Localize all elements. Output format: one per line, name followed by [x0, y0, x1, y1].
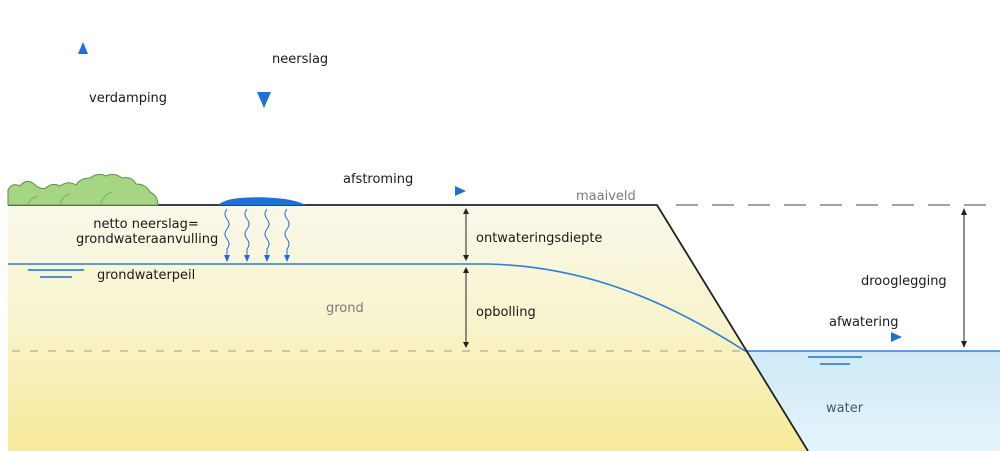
- afwatering-label: afwatering: [829, 315, 899, 330]
- water-label: water: [826, 401, 864, 416]
- water-level-icon: [808, 356, 862, 365]
- water-body: [745, 351, 1000, 451]
- netto-neerslag-line2: grondwateraanvulling: [76, 232, 219, 247]
- surface-runoff-puddle: [218, 197, 306, 205]
- wavy-arrow-icon: [224, 208, 290, 256]
- maaiveld-label: maaiveld: [576, 189, 636, 204]
- drooglegging-label: drooglegging: [861, 274, 947, 289]
- down-arrow-icon: [257, 10, 271, 108]
- right-arrow-icon: [320, 186, 466, 196]
- double-arrow-icon: [463, 208, 469, 261]
- afstroming-label: afstroming: [343, 172, 414, 187]
- wavy-arrow-heads: [224, 255, 290, 262]
- double-arrow-icon: [961, 208, 967, 348]
- water-level-icon: [28, 269, 84, 278]
- verdamping-label: verdamping: [89, 91, 168, 106]
- neerslag-label: neerslag: [272, 52, 329, 67]
- netto-neerslag-line1: netto neerslag=: [93, 217, 199, 232]
- up-arrow-icon: [78, 42, 88, 138]
- ontwateringsdiepte-label: ontwateringsdiepte: [476, 231, 603, 246]
- vegetation-bush-detail: [27, 191, 113, 206]
- double-arrow-icon: [463, 267, 469, 348]
- groundwater-table-line: [8, 263, 746, 352]
- vegetation-bushes: [7, 173, 159, 206]
- soil-body: [8, 205, 808, 451]
- grondwaterpeil-label: grondwaterpeil: [97, 268, 196, 283]
- opbolling-label: opbolling: [476, 305, 536, 320]
- right-arrow-icon: [830, 332, 902, 342]
- netto-neerslag-label: netto neerslag= grondwateraanvulling: [76, 217, 219, 247]
- grond-label: grond: [326, 301, 364, 316]
